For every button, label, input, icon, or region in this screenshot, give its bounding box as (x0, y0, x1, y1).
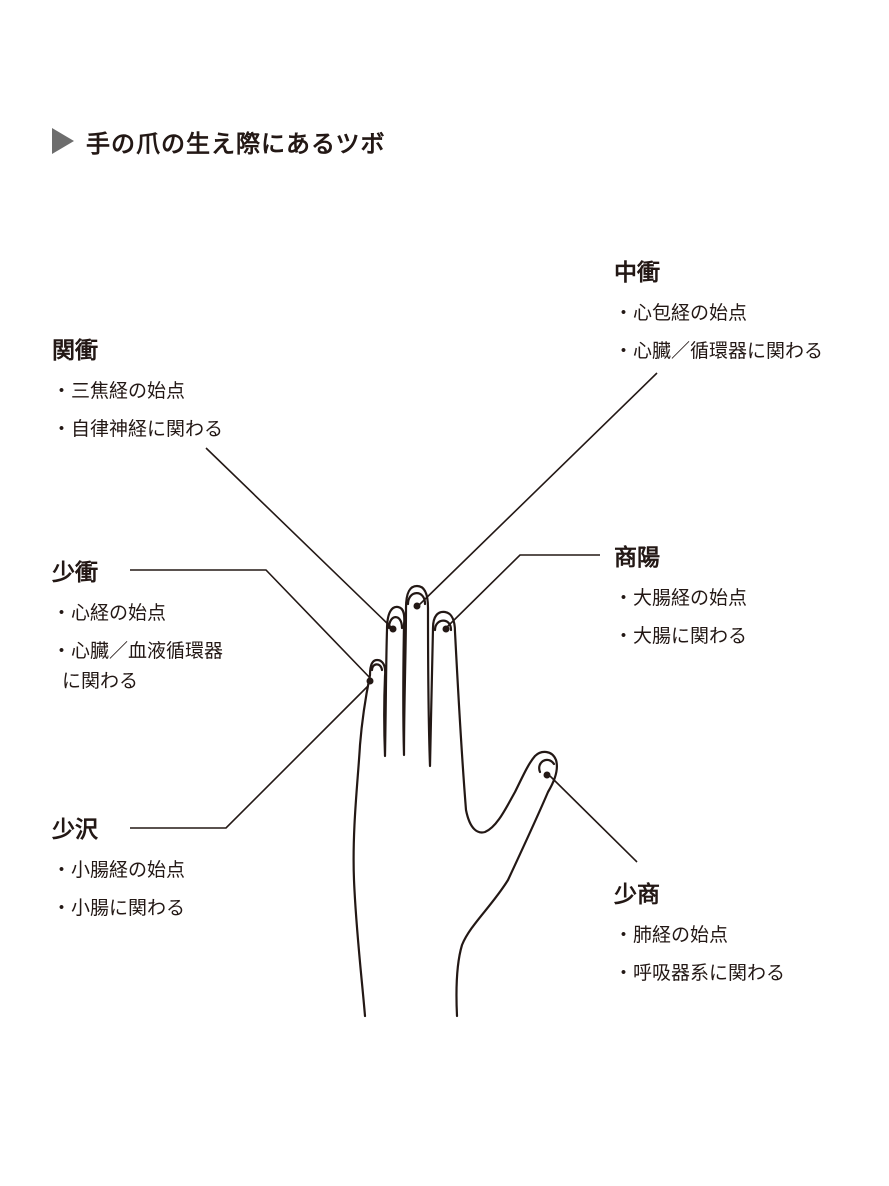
point-name: 少衝 (52, 560, 98, 586)
label-kanshou: 関衝 ・三焦経の始点 ・自律神経に関わる (52, 336, 223, 448)
label-chuushou: 中衝 ・心包経の始点 ・心臓／循環器に関わる (614, 258, 823, 370)
point-dot-shoushou2 (543, 771, 551, 779)
leader-line-kanshou (205, 447, 393, 629)
point-dot-kanshou (389, 625, 397, 633)
point-detail: ・大腸に関わる (614, 625, 748, 647)
point-detail: ・小腸経の始点 (52, 859, 186, 881)
point-detail: に関わる (62, 670, 139, 692)
point-detail: ・肺経の始点 (614, 924, 729, 946)
label-shouyou: 商陽 ・大腸経の始点 ・大腸に関わる (614, 543, 747, 655)
leader-line-chuushou (417, 372, 658, 607)
leader-line-shoushou (130, 569, 373, 681)
point-detail: ・心経の始点 (52, 602, 167, 624)
point-detail: ・呼吸器系に関わる (614, 962, 786, 984)
nail-index (433, 619, 453, 632)
nail-thumb (538, 758, 556, 774)
section-heading: 手の爪の生え際にあるツボ (52, 122, 386, 160)
label-shoushou2: 少商 ・肺経の始点 ・呼吸器系に関わる (614, 880, 785, 992)
point-name: 少商 (614, 882, 660, 908)
point-detail: ・心包経の始点 (614, 302, 748, 324)
point-name: 中衝 (614, 260, 660, 286)
point-name: 商陽 (614, 545, 660, 571)
leader-line-shoushou2 (549, 775, 638, 863)
point-detail: ・心臓／血液循環器 (52, 640, 224, 662)
label-shoutaku: 少沢 ・小腸経の始点 ・小腸に関わる (52, 815, 185, 927)
point-name: 関衝 (52, 338, 98, 364)
hand-outline (352, 584, 558, 1018)
triangle-arrow-icon (52, 128, 74, 154)
point-detail: ・小腸に関わる (52, 897, 186, 919)
point-dot-shoushou (366, 677, 374, 685)
page-title: 手の爪の生え際にあるツボ (86, 129, 386, 158)
point-name: 少沢 (52, 817, 98, 843)
point-detail: ・心臓／循環器に関わる (614, 340, 824, 362)
leader-line-shoutaku (130, 685, 369, 829)
point-detail: ・大腸経の始点 (614, 587, 748, 609)
point-detail: ・自律神経に関わる (52, 418, 224, 440)
point-detail: ・三焦経の始点 (52, 380, 186, 402)
leader-line-shouyou (445, 554, 600, 629)
nail-little (370, 663, 384, 672)
label-shoushou: 少衝 ・心経の始点 ・心臓／血液循環器 に関わる (52, 558, 223, 696)
point-dot-chuushou (413, 602, 421, 610)
point-dot-shouyou (442, 625, 450, 633)
